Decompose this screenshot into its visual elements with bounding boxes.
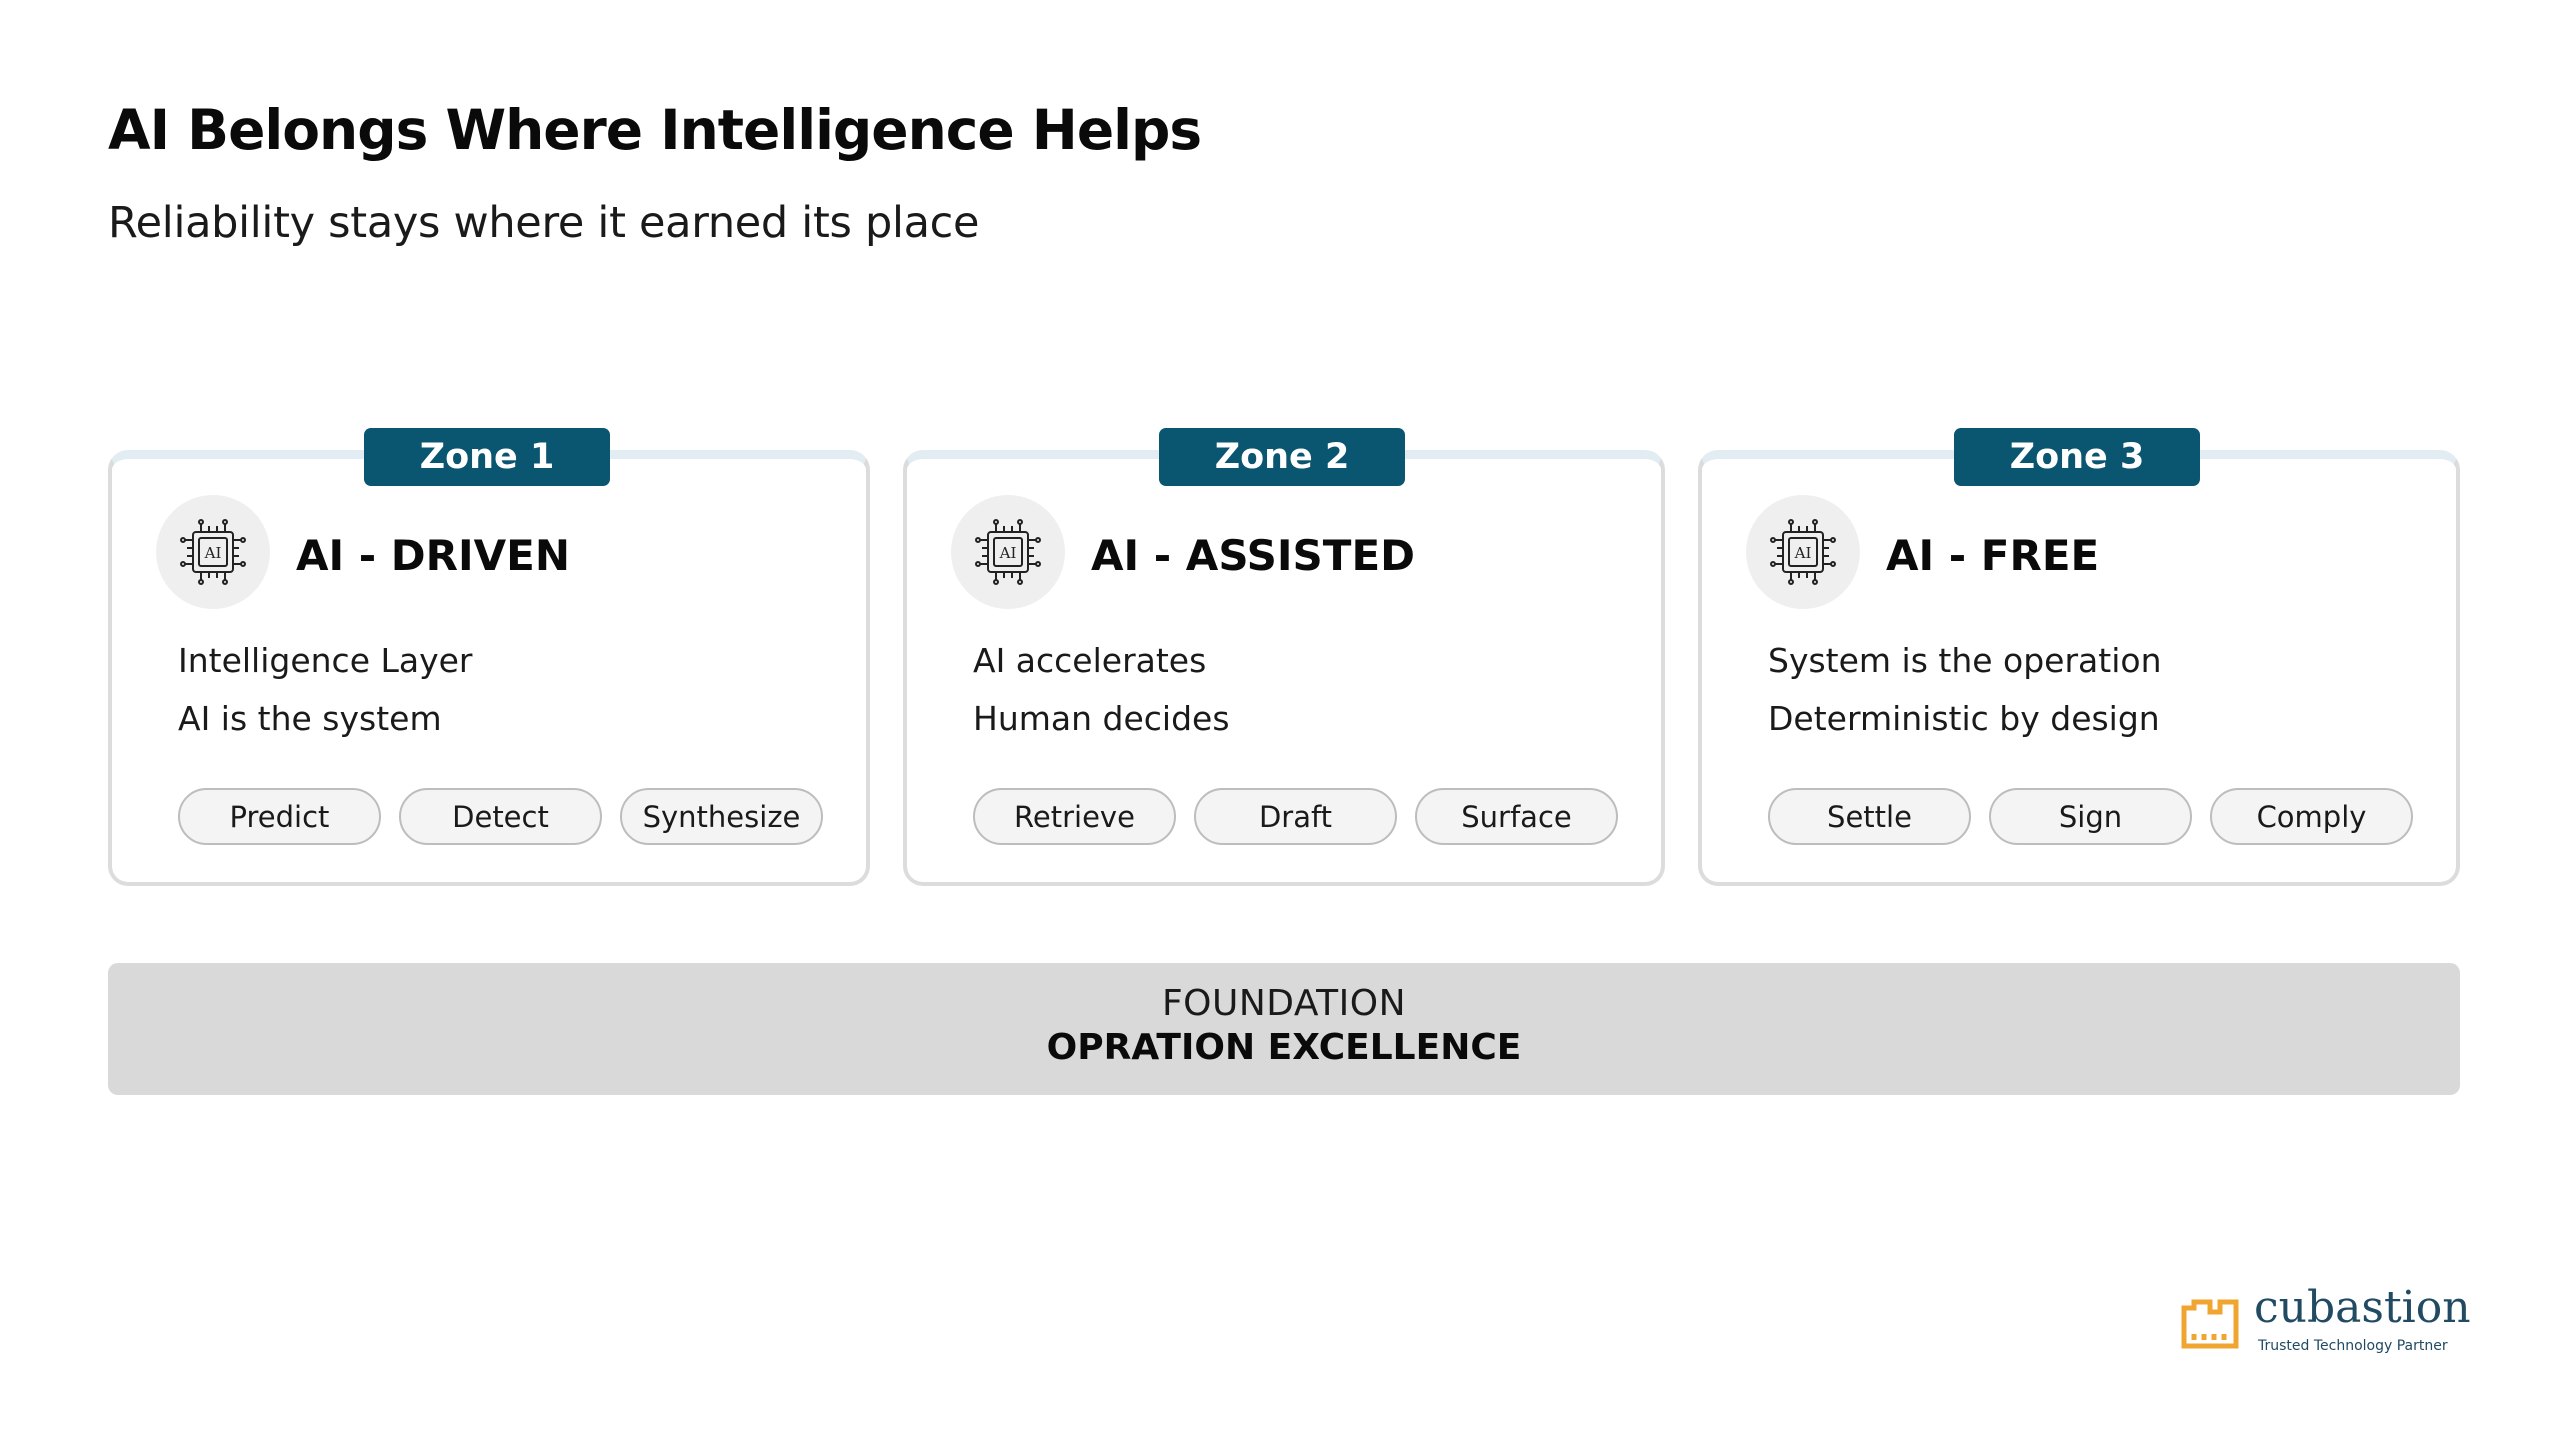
- pill-group: Predict Detect Synthesize: [178, 788, 823, 845]
- ai-chip-icon: AI: [1746, 495, 1860, 609]
- foundation-bar: FOUNDATION OPRATION EXCELLENCE: [108, 963, 2460, 1095]
- logo-tagline: Trusted Technology Partner: [2258, 1338, 2448, 1354]
- zone-line-2: AI is the system: [178, 699, 442, 738]
- pill: Draft: [1194, 788, 1397, 845]
- zone-card-1: Zone 1 AI: [108, 428, 870, 886]
- zone-tab: Zone 2: [1159, 428, 1405, 486]
- zone-line-2: Deterministic by design: [1768, 699, 2160, 738]
- pill: Settle: [1768, 788, 1971, 845]
- ai-chip-icon: AI: [951, 495, 1065, 609]
- slide-subtitle: Reliability stays where it earned its pl…: [108, 198, 980, 248]
- zone-tab: Zone 1: [364, 428, 610, 486]
- zone-line-2: Human decides: [973, 699, 1230, 738]
- zone-card-2: Zone 2 AI: [903, 428, 1665, 886]
- logo-name: cubastion: [2254, 1282, 2471, 1333]
- pill: Surface: [1415, 788, 1618, 845]
- zone-card-3: Zone 3 AI: [1698, 428, 2460, 886]
- foundation-value: OPRATION EXCELLENCE: [1046, 1027, 1522, 1068]
- zone-tab: Zone 3: [1954, 428, 2200, 486]
- chip-text: AI: [999, 544, 1017, 562]
- pill-group: Settle Sign Comply: [1768, 788, 2413, 845]
- zone-line-1: AI accelerates: [973, 641, 1207, 680]
- pill: Comply: [2210, 788, 2413, 845]
- zone-line-1: System is the operation: [1768, 641, 2162, 680]
- pill: Sign: [1989, 788, 2192, 845]
- zone-heading: AI - FREE: [1886, 531, 2100, 580]
- pill: Predict: [178, 788, 381, 845]
- pill-group: Retrieve Draft Surface: [973, 788, 1618, 845]
- ai-chip-icon: AI: [156, 495, 270, 609]
- chip-text: AI: [1794, 544, 1812, 562]
- zone-heading: AI - ASSISTED: [1091, 531, 1416, 580]
- chip-text: AI: [204, 544, 222, 562]
- cubastion-logo-icon: [2181, 1299, 2239, 1349]
- slide-title: AI Belongs Where Intelligence Helps: [108, 98, 1202, 162]
- cubastion-logo: cubastion Trusted Technology Partner: [2180, 1282, 2471, 1360]
- pill: Retrieve: [973, 788, 1176, 845]
- pill: Detect: [399, 788, 602, 845]
- zone-line-1: Intelligence Layer: [178, 641, 473, 680]
- foundation-label: FOUNDATION: [1161, 983, 1407, 1024]
- pill: Synthesize: [620, 788, 823, 845]
- zone-heading: AI - DRIVEN: [296, 531, 570, 580]
